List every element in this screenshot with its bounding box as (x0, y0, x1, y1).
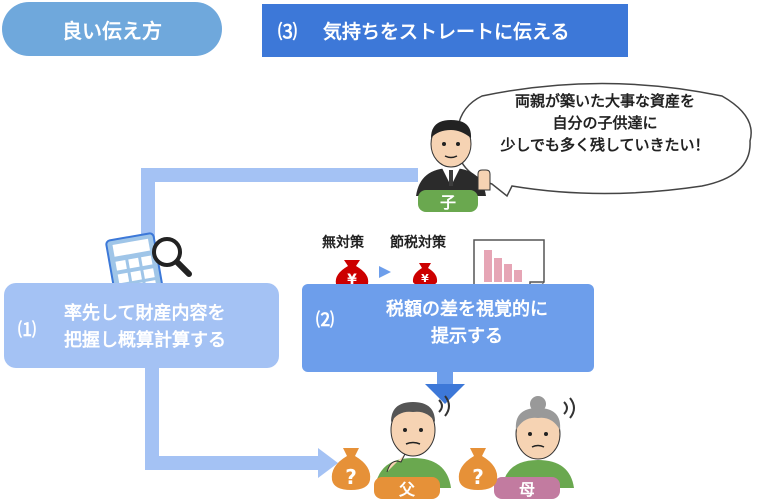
step2-number: ⑵ (316, 310, 334, 331)
step1-number: ⑴ (18, 320, 36, 341)
speech-bubble-text: 両親が築いた大事な資産を 自分の子供達に 少しでも多く残していきたい！ (460, 90, 750, 156)
good-approach-badge: 良い伝え方 (2, 2, 222, 56)
step3-banner: ⑶ 気持ちをストレートに伝える (262, 4, 628, 57)
yen-symbol: ¥ (347, 272, 357, 288)
speech-line: 自分の子供達に (552, 114, 658, 132)
child-person-icon (416, 120, 491, 196)
step1-text: 率先して財産内容を 把握し概算計算する (64, 300, 226, 354)
step3-number: ⑶ (278, 21, 298, 43)
child-tag: 子 (418, 190, 478, 212)
speech-line: 少しでも多く残していきたい！ (500, 136, 710, 154)
question-bag-mother-icon: ? (458, 448, 498, 490)
no-measures-label: 無対策 (322, 235, 364, 251)
arrow-step2-stem (437, 368, 453, 386)
step2-line: 提示する (431, 326, 503, 347)
arrow-step2-head (425, 384, 465, 404)
question-mark: ? (472, 465, 484, 489)
question-bag-father-icon: ? (331, 448, 371, 490)
father-tag: 父 (374, 477, 440, 499)
step3-text: 気持ちをストレートに伝える (323, 21, 570, 43)
magnifier-icon (152, 237, 192, 277)
arrowhead-to-father (318, 448, 338, 478)
step1-box: ⑴ 率先して財産内容を 把握し概算計算する (4, 283, 279, 368)
money-bag-small-icon: ¥ (412, 263, 438, 286)
yen-symbol: ¥ (421, 272, 429, 285)
step2-box: ⑵ 税額の差を視覚的に 提示する (302, 284, 594, 372)
money-bag-large-icon: ¥ (335, 260, 369, 290)
tax-saving-label: 節税対策 (390, 235, 446, 251)
connector-step1-to-father (145, 368, 318, 470)
speech-line: 両親が築いた大事な資産を (514, 92, 695, 110)
step1-line: 率先して財産内容を (64, 303, 226, 324)
arrow-right-icon (379, 266, 391, 278)
step2-line: 税額の差を視覚的に (386, 299, 548, 320)
step1-line: 把握し概算計算する (64, 330, 226, 351)
question-mark: ? (345, 465, 357, 489)
step2-text: 税額の差を視覚的に 提示する (352, 296, 582, 350)
mother-tag: 母 (494, 477, 560, 499)
